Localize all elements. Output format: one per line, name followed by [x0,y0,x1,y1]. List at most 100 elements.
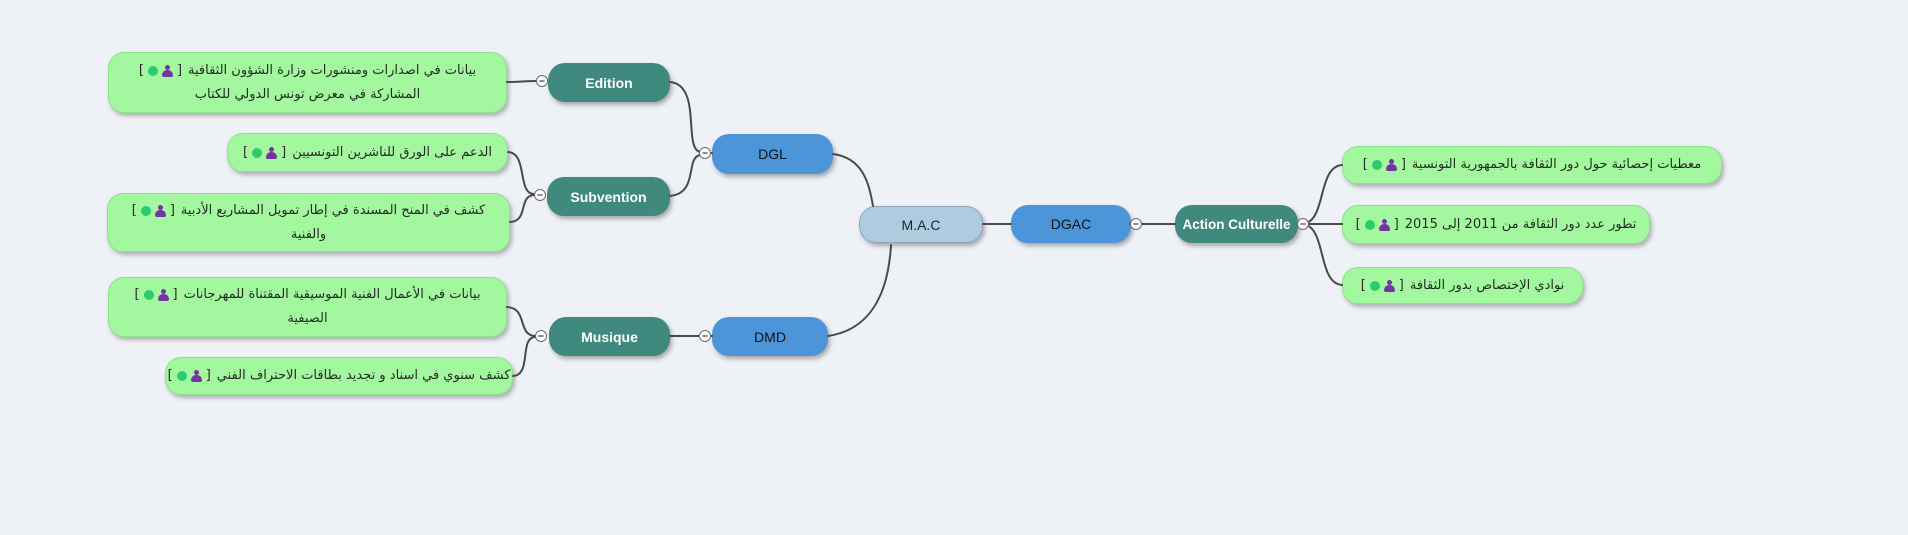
leaf-line: تطور عدد دور الثقافة من 2011 إلى 2015 [] [1356,213,1637,237]
person-icon [161,64,173,77]
branch-node-dgac[interactable]: DGAC [1011,205,1131,243]
connector [827,244,892,337]
connector [1302,164,1343,225]
bracket-open: [ [1355,216,1361,232]
leaf-line: معطيات إحصائية حول دور الثقافة بالجمهوري… [1363,153,1701,177]
branch-node-subvention[interactable]: Subvention [547,177,670,216]
leaf-badge: [] [168,364,211,388]
bracket-open: [ [134,287,140,302]
collapse-toggle-subvention[interactable] [534,189,546,201]
branch-node-musique[interactable]: Musique [549,317,670,356]
connector [506,306,536,337]
bracket-close: ] [1398,277,1404,293]
bracket-open: [ [1360,277,1366,293]
collapse-toggle-musique[interactable] [535,330,547,342]
leaf-line: نوادي الإختصاص بدور الثقافة [] [1361,274,1565,298]
leaf-text-line2: المشاركة في معرض تونس الدولي للكتاب [194,86,421,102]
node-label: DGL [758,146,787,162]
connector [669,154,701,197]
branch-node-dgl[interactable]: DGL [712,134,833,174]
branch-node-action-culturelle[interactable]: Action Culturelle [1175,205,1298,243]
root-node-mac[interactable]: M.A.C [859,206,983,243]
leaf-text: كشف في المنح المسندة في إطار تمويل المشا… [180,202,486,218]
leaf-node-subvention-grants[interactable]: كشف في المنح المسندة في إطار تمويل المشا… [107,193,510,252]
person-icon [1378,218,1390,231]
leaf-text: معطيات إحصائية حول دور الثقافة بالجمهوري… [1411,157,1702,172]
leaf-badge: [] [134,283,177,307]
bracket-close: ] [176,62,183,78]
collapse-toggle-dmd[interactable] [699,330,711,342]
leaf-line: الدعم على الورق للناشرين التونسيين [] [243,141,492,165]
status-dot-icon [140,205,151,216]
leaf-text: الدعم على الورق للناشرين التونسيين [292,144,492,160]
person-icon [1385,159,1397,171]
bracket-close: ] [169,202,175,218]
bracket-open: [ [1362,157,1368,172]
leaf-badge: [] [1356,213,1399,237]
leaf-node-ac-statistics[interactable]: معطيات إحصائية حول دور الثقافة بالجمهوري… [1342,146,1722,184]
node-label: DMD [754,328,786,345]
node-label: M.A.C [901,216,941,233]
leaf-badge: [] [132,199,175,223]
status-dot-icon [147,65,158,76]
person-icon [190,370,202,382]
status-dot-icon [1364,219,1375,230]
leaf-badge: [] [1363,153,1406,177]
connector [506,80,538,83]
leaf-badge: [] [1361,274,1404,298]
leaf-text-line2: الصيفية [287,311,328,326]
connector [509,194,535,223]
leaf-line: بيانات في اصدارات ومنشورات وزارة الشؤون … [139,59,476,83]
person-icon [1383,279,1395,292]
leaf-node-musique-works[interactable]: بيانات في الأعمال الفنية الموسيقية المقت… [108,277,507,337]
bracket-close: ] [281,144,287,160]
person-icon [154,204,166,217]
status-dot-icon [143,290,154,300]
connector [512,336,536,377]
leaf-text: تطور عدد دور الثقافة من 2011 إلى 2015 [1404,216,1637,232]
leaf-node-subvention-paper-support[interactable]: الدعم على الورق للناشرين التونسيين [] [227,133,508,172]
person-icon [157,289,169,301]
bracket-open: [ [167,368,173,383]
bracket-close: ] [205,368,211,383]
leaf-node-edition-publications[interactable]: بيانات في اصدارات ومنشورات وزارة الشؤون … [108,52,507,113]
leaf-node-ac-clubs[interactable]: نوادي الإختصاص بدور الثقافة [] [1342,267,1583,304]
status-dot-icon [1369,280,1380,291]
leaf-node-musique-cards[interactable]: كشف سنوي في اسناد و تجديد بطاقات الاحترا… [165,357,513,395]
bracket-close: ] [1400,157,1406,172]
bracket-close: ] [1393,216,1399,232]
branch-node-edition[interactable]: Edition [548,63,670,102]
leaf-badge: [] [243,141,286,165]
node-label: Action Culturelle [1182,216,1291,232]
connector [832,153,874,207]
status-dot-icon [252,147,263,158]
collapse-toggle-action-culturelle[interactable] [1297,218,1309,230]
leaf-line: بيانات في الأعمال الفنية الموسيقية المقت… [134,283,480,307]
leaf-text: كشف سنوي في اسناد و تجديد بطاقات الاحترا… [216,368,511,383]
collapse-toggle-dgac[interactable] [1130,218,1142,230]
bracket-open: [ [138,62,144,78]
branch-node-dmd[interactable]: DMD [712,317,828,356]
bracket-open: [ [243,144,249,160]
status-dot-icon [1371,160,1382,170]
node-label: Subvention [570,188,647,205]
connector [669,81,701,153]
bracket-open: [ [131,202,137,218]
leaf-node-ac-evolution[interactable]: تطور عدد دور الثقافة من 2011 إلى 2015 [] [1342,205,1650,244]
leaf-line: كشف في المنح المسندة في إطار تمويل المشا… [132,199,486,223]
leaf-text: بيانات في اصدارات ومنشورات وزارة الشؤون … [188,62,477,78]
leaf-text: نوادي الإختصاص بدور الثقافة [1409,277,1565,293]
connector [1302,223,1343,286]
connector [507,151,535,195]
leaf-line: كشف سنوي في اسناد و تجديد بطاقات الاحترا… [168,364,511,388]
node-label: Musique [581,328,638,345]
leaf-text: بيانات في الأعمال الفنية الموسيقية المقت… [183,287,481,302]
node-label: Edition [585,74,633,91]
node-label: DGAC [1050,216,1092,232]
status-dot-icon [176,371,187,381]
bracket-close: ] [172,287,178,302]
leaf-text-line2: والفنية [290,226,327,242]
collapse-toggle-dgl[interactable] [699,147,711,159]
collapse-toggle-edition[interactable] [536,75,548,87]
